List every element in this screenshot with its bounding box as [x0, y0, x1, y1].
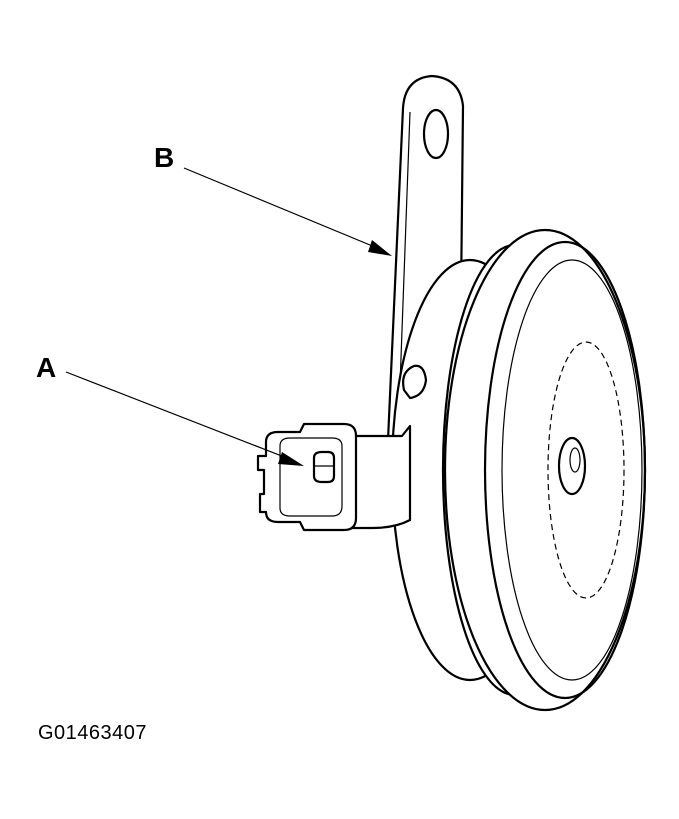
horn-body [390, 228, 647, 712]
leader-line-b [183, 167, 383, 251]
bracket-mounting-hole [422, 108, 450, 160]
leader-arrow-b [368, 240, 392, 256]
leader-line-a [65, 371, 293, 461]
figure-id: G01463407 [38, 722, 148, 744]
callout-letter-b: B [154, 142, 174, 173]
horn-connector [256, 422, 412, 532]
horn-center-boss [557, 436, 587, 496]
connector-terminal [312, 450, 336, 484]
leader-arrow-a [278, 452, 304, 466]
callout-a: A [36, 352, 304, 466]
callout-b: B [154, 142, 392, 256]
callout-letter-a: A [36, 352, 56, 383]
